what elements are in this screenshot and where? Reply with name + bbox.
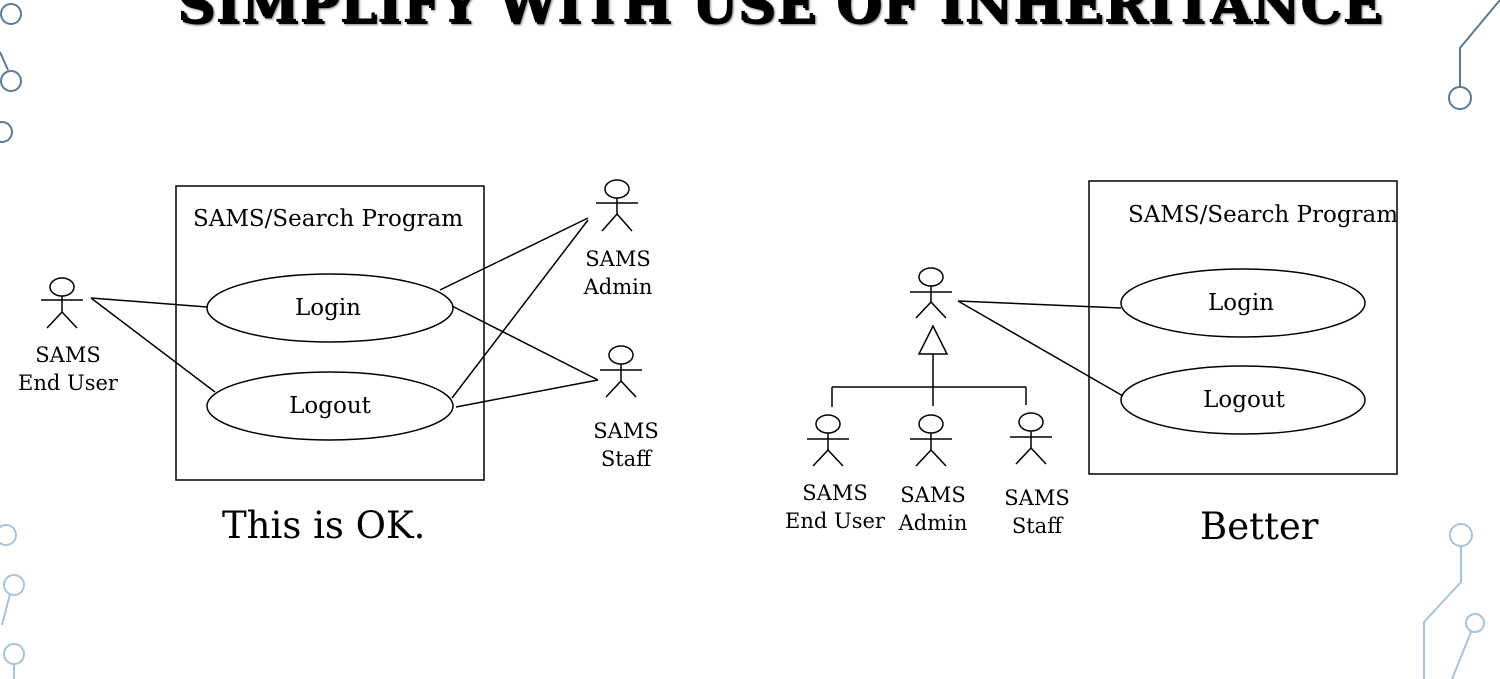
right-login-usecase	[1120, 268, 1366, 338]
right-end-user-actor	[807, 414, 849, 467]
actor-label-line: SAMS	[900, 483, 966, 507]
generalization-arrow	[831, 324, 1027, 407]
right-logout-usecase	[1120, 365, 1366, 435]
right-associations	[957, 300, 1124, 397]
right-parent-actor	[910, 267, 952, 319]
actor-label-line: Staff	[1011, 514, 1063, 538]
actor-label-line: Admin	[583, 275, 653, 299]
left-system-label: SAMS/Search Program	[193, 206, 464, 232]
left-logout-label: Logout	[289, 393, 371, 419]
slide-title: SIMPLIFY WITH USE OF INHERITANCE	[176, 0, 1384, 35]
left-staff-label: SAMS Staff	[576, 417, 676, 473]
left-login-usecase	[206, 273, 454, 343]
left-end-user-actor	[41, 277, 83, 329]
left-admin-actor	[596, 179, 638, 232]
right-login-label: Login	[1207, 290, 1274, 316]
actor-label-line: SAMS	[593, 419, 659, 443]
right-admin-actor	[910, 414, 952, 467]
left-associations	[90, 217, 599, 408]
left-logout-usecase	[206, 371, 454, 441]
left-system-boundary	[175, 185, 485, 481]
right-staff-label: SAMS Staff	[987, 484, 1087, 540]
left-admin-label: SAMS Admin	[568, 245, 668, 301]
actor-label-line: SAMS	[585, 247, 651, 271]
actor-label-line: Admin	[898, 511, 968, 535]
right-system-label: SAMS/Search Program	[1128, 202, 1399, 228]
right-system-boundary	[1088, 180, 1398, 475]
actor-label-line: SAMS	[802, 481, 868, 505]
left-staff-actor	[600, 345, 642, 398]
right-logout-label: Logout	[1203, 387, 1285, 413]
actor-label-line: SAMS	[35, 343, 101, 367]
actor-label-line: End User	[785, 509, 885, 533]
right-caption: Better	[1200, 505, 1319, 548]
left-caption: This is OK.	[222, 504, 426, 547]
left-end-user-label: SAMS End User	[8, 341, 128, 397]
right-admin-label: SAMS Admin	[883, 481, 983, 537]
right-end-user-label: SAMS End User	[775, 479, 895, 535]
actor-label-line: End User	[18, 371, 118, 395]
actor-label-line: Staff	[600, 447, 652, 471]
right-staff-actor	[1010, 412, 1052, 465]
actor-label-line: SAMS	[1004, 486, 1070, 510]
left-login-label: Login	[294, 295, 361, 321]
